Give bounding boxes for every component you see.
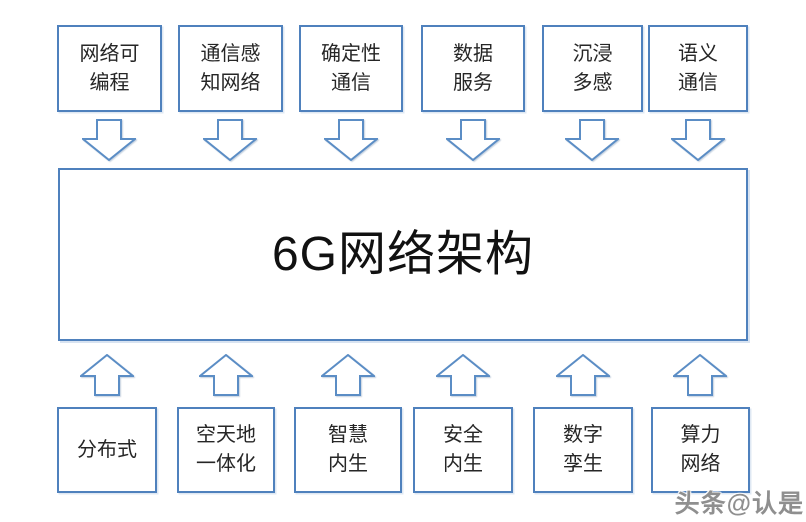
center-title: 6G网络架构	[271, 227, 535, 281]
bottom-box-native-intelligence: 智慧 内生	[294, 407, 402, 493]
box-label: 网络可 编程	[79, 42, 140, 94]
top-box-semantic-comm: 语义 通信	[648, 25, 748, 112]
box-label: 数据 服务	[453, 42, 493, 94]
box-label: 通信感 知网络	[200, 42, 261, 94]
down-arrow-icon	[203, 119, 257, 161]
bottom-box-digital-twin: 数字 孪生	[533, 407, 633, 493]
box-label: 沉浸 多感	[572, 42, 613, 94]
up-arrow-icon	[199, 354, 253, 396]
down-arrow-icon	[565, 119, 619, 161]
box-label: 空天地 一体化	[196, 424, 256, 475]
watermark: 头条@认是	[674, 490, 804, 518]
box-label: 分布式	[77, 438, 137, 461]
center-box-6g-architecture: 6G网络架构	[58, 168, 748, 341]
top-box-comm-sensing-network: 通信感 知网络	[178, 25, 283, 112]
box-label: 智慧 内生	[328, 424, 368, 475]
down-arrow-icon	[324, 119, 378, 161]
bottom-box-distributed: 分布式	[57, 407, 157, 493]
bottom-box-computing-network: 算力 网络	[651, 407, 750, 493]
top-box-data-services: 数据 服务	[421, 25, 525, 112]
bottom-box-native-security: 安全 内生	[413, 407, 513, 493]
down-arrow-icon	[671, 119, 725, 161]
box-label: 确定性 通信	[321, 42, 381, 94]
up-arrow-icon	[556, 354, 610, 396]
box-label: 语义 通信	[678, 42, 718, 94]
up-arrow-icon	[80, 354, 134, 396]
top-box-network-programmability: 网络可 编程	[57, 25, 162, 112]
top-box-deterministic-comm: 确定性 通信	[299, 25, 403, 112]
box-label: 算力 网络	[680, 424, 721, 475]
down-arrow-icon	[446, 119, 500, 161]
down-arrow-icon	[82, 119, 136, 161]
up-arrow-icon	[673, 354, 727, 396]
box-label: 安全 内生	[443, 424, 483, 475]
top-box-immersive-multisensory: 沉浸 多感	[542, 25, 643, 112]
bottom-box-space-air-ground-integration: 空天地 一体化	[177, 407, 275, 493]
box-label: 数字 孪生	[563, 424, 603, 475]
up-arrow-icon	[436, 354, 490, 396]
up-arrow-icon	[321, 354, 375, 396]
